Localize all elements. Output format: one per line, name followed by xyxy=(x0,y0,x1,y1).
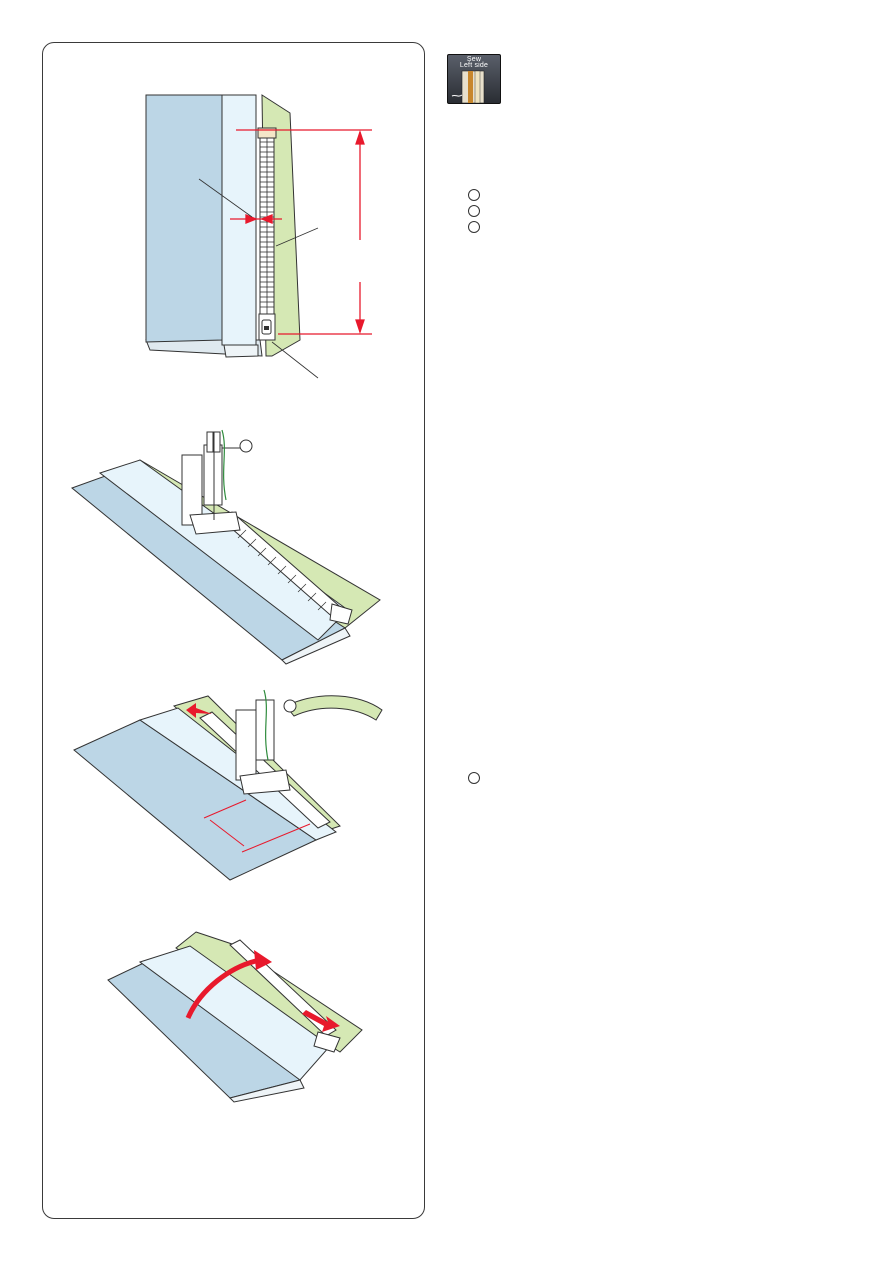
figure-closing-zipper xyxy=(107,931,363,1103)
figure-sewing-zipper xyxy=(71,429,381,665)
reference-circle-1 xyxy=(468,189,480,201)
reference-circle-4 xyxy=(468,772,480,784)
zipper-foot-glyph xyxy=(451,70,485,104)
sew-left-side-label: Sew Left side xyxy=(459,56,489,69)
figure-zipper-placement xyxy=(145,94,372,379)
sew-left-side-icon[interactable]: Sew Left side xyxy=(447,54,501,104)
illustration-panel xyxy=(42,42,425,1219)
reference-circle-2 xyxy=(468,205,480,217)
figure-moving-slider xyxy=(73,689,383,881)
reference-circle-3 xyxy=(468,221,480,233)
